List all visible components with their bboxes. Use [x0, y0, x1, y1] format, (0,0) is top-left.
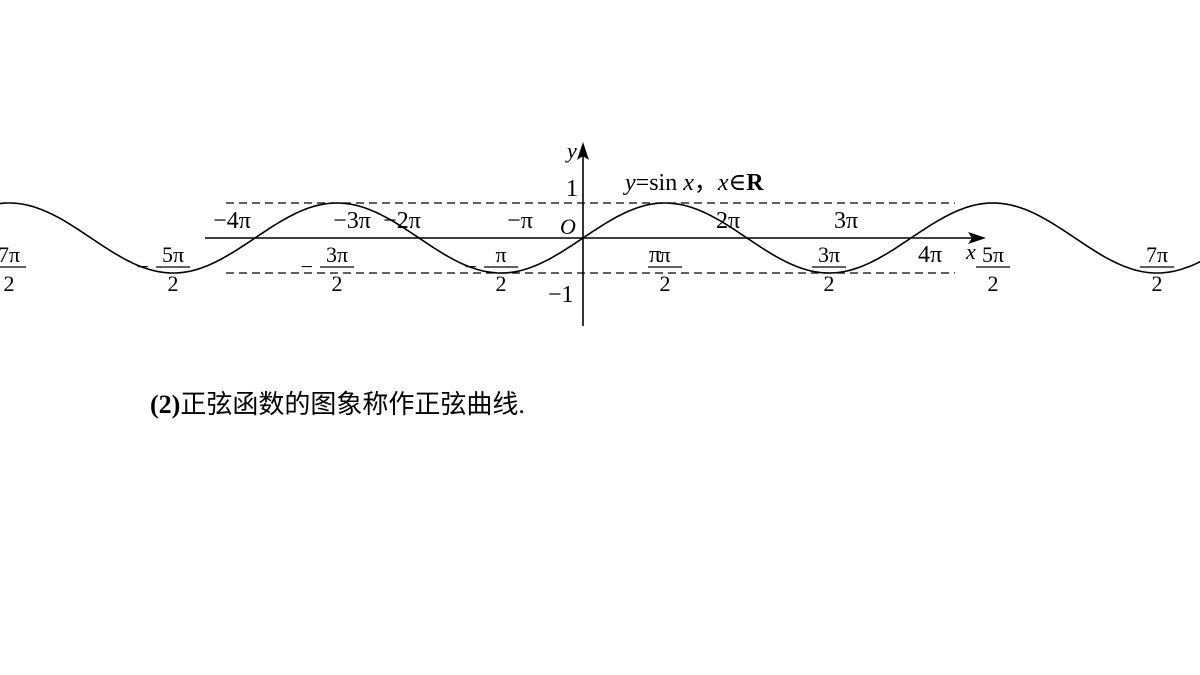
fraction-tick: 5π2 — [976, 242, 1010, 296]
caption-number: (2) — [150, 390, 181, 419]
fraction-tick: 7π2− — [0, 242, 26, 296]
axes — [205, 142, 986, 326]
annotation-x: x — [682, 170, 694, 196]
pi-tick-label: −3π — [333, 208, 371, 234]
fraction-tick: π 2− — [465, 242, 518, 296]
fraction-numerator: 3π — [818, 242, 840, 267]
x-axis-arrow — [968, 232, 986, 244]
annotation-in: ∈ — [729, 170, 747, 196]
fraction-denominator: 2 — [4, 271, 15, 296]
fraction-tick: 3π2 — [812, 242, 846, 296]
y-axis-label: y — [565, 138, 577, 163]
y-tick-neg-one: −1 — [548, 282, 574, 308]
y-tick-one: 1 — [566, 176, 578, 202]
annotation-comma: ， — [694, 170, 718, 196]
fraction-denominator: 2 — [496, 271, 507, 296]
fraction-denominator: 2 — [168, 271, 179, 296]
fraction-numerator: 5π — [162, 242, 184, 267]
annotation-y: y — [623, 170, 636, 196]
fraction-tick: π2 — [648, 242, 682, 296]
pi-tick-label: −π — [507, 208, 533, 234]
fraction-denominator: 2 — [1152, 271, 1163, 296]
pi-tick-label: π — [649, 242, 661, 268]
fraction-denominator: 2 — [988, 271, 999, 296]
annotation-x2: x — [717, 170, 729, 196]
y-axis-arrow — [577, 142, 589, 160]
fraction-sign: − — [137, 254, 149, 279]
fraction-numerator: 5π — [982, 242, 1004, 267]
fraction-numerator: π — [495, 242, 506, 267]
sine-curve — [0, 202, 1200, 274]
fraction-sign: − — [301, 254, 313, 279]
tick-labels: −4π−3π−2π−π2π3ππ4π7π2−5π2−3π2−π2−π23π25π… — [0, 208, 1174, 296]
pi-tick-label: 2π — [716, 208, 740, 234]
caption-text: 正弦函数的图象称作正弦曲线. — [180, 390, 525, 419]
fraction-denominator: 2 — [332, 271, 343, 296]
fraction-sign: − — [465, 254, 477, 279]
fraction-denominator: 2 — [824, 271, 835, 296]
annotation-R: R — [746, 170, 764, 196]
fraction-tick: 5π 2− — [137, 242, 190, 296]
fraction-numerator: π — [659, 242, 670, 267]
fraction-numerator: 3π — [326, 242, 348, 267]
fraction-tick: 7π2 — [1140, 242, 1174, 296]
fraction-numerator: 7π — [0, 242, 20, 267]
annotation-eq: =sin — [636, 170, 678, 196]
pi-tick-label: 3π — [834, 208, 858, 234]
fraction-numerator: 7π — [1146, 242, 1168, 267]
pi-tick-label: −4π — [213, 208, 251, 234]
fraction-tick: 3π 2− — [301, 242, 354, 296]
caption: (2)正弦函数的图象称作正弦曲线. — [150, 384, 525, 421]
x-axis-label: x — [965, 239, 976, 264]
origin-label: O — [560, 214, 576, 239]
pi-tick-label: −2π — [383, 208, 421, 234]
fraction-denominator: 2 — [660, 271, 671, 296]
pi-tick-label: 4π — [918, 242, 942, 268]
